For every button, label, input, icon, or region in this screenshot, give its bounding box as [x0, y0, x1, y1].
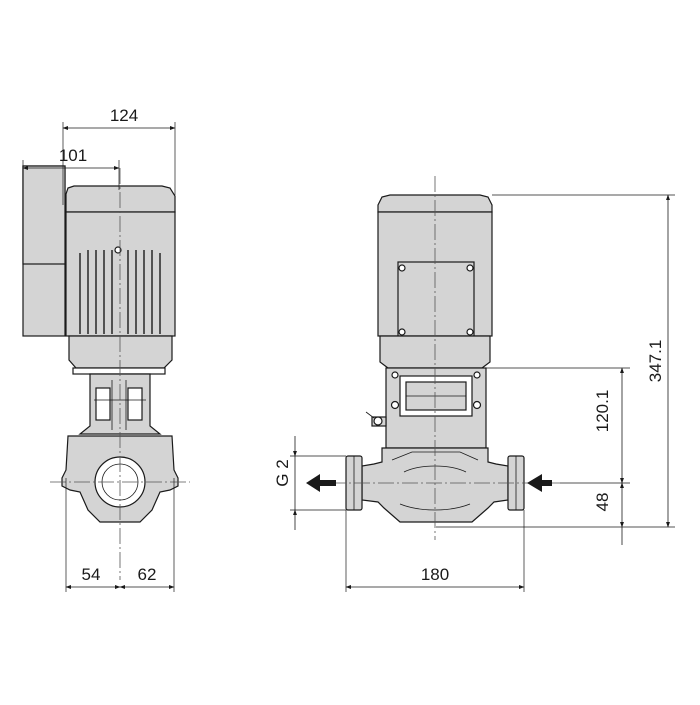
dim-120-1: 120.1: [593, 390, 612, 433]
dimension-lines: [22, 122, 675, 592]
front-view-centerlines: [330, 176, 560, 540]
bolt-icon: [390, 400, 400, 410]
dim-48: 48: [593, 493, 612, 512]
lifting-eye-icon: [114, 246, 122, 254]
dim-124: 124: [110, 106, 138, 125]
dimension-labels: 124 101 54 62 180 G 2 120.1 48 347.1: [59, 106, 665, 584]
cooling-fins: [79, 250, 161, 334]
screw-icon: [398, 264, 406, 272]
bolt-icon: [391, 371, 399, 379]
dim-347-1: 347.1: [646, 340, 665, 383]
vent-valve-icon: [365, 411, 387, 427]
motor-flange: [68, 335, 173, 369]
bolt-icon: [472, 400, 482, 410]
arrow-left-icon: [306, 474, 336, 492]
screw-icon: [466, 264, 474, 272]
side-view: [22, 165, 179, 523]
arrow-left-icon: [527, 474, 552, 492]
side-view-centerlines: [50, 168, 190, 580]
screw-icon: [398, 328, 406, 336]
dim-62: 62: [138, 565, 157, 584]
bolt-icon: [473, 371, 481, 379]
dim-101: 101: [59, 146, 87, 165]
screw-icon: [466, 328, 474, 336]
dim-54: 54: [82, 565, 101, 584]
dim-180: 180: [421, 565, 449, 584]
motor-cap: [65, 185, 176, 213]
flow-arrows: [306, 474, 552, 492]
dim-g2: G 2: [273, 459, 292, 486]
motor-body: [65, 211, 176, 337]
terminal-box-panel: [397, 261, 475, 337]
